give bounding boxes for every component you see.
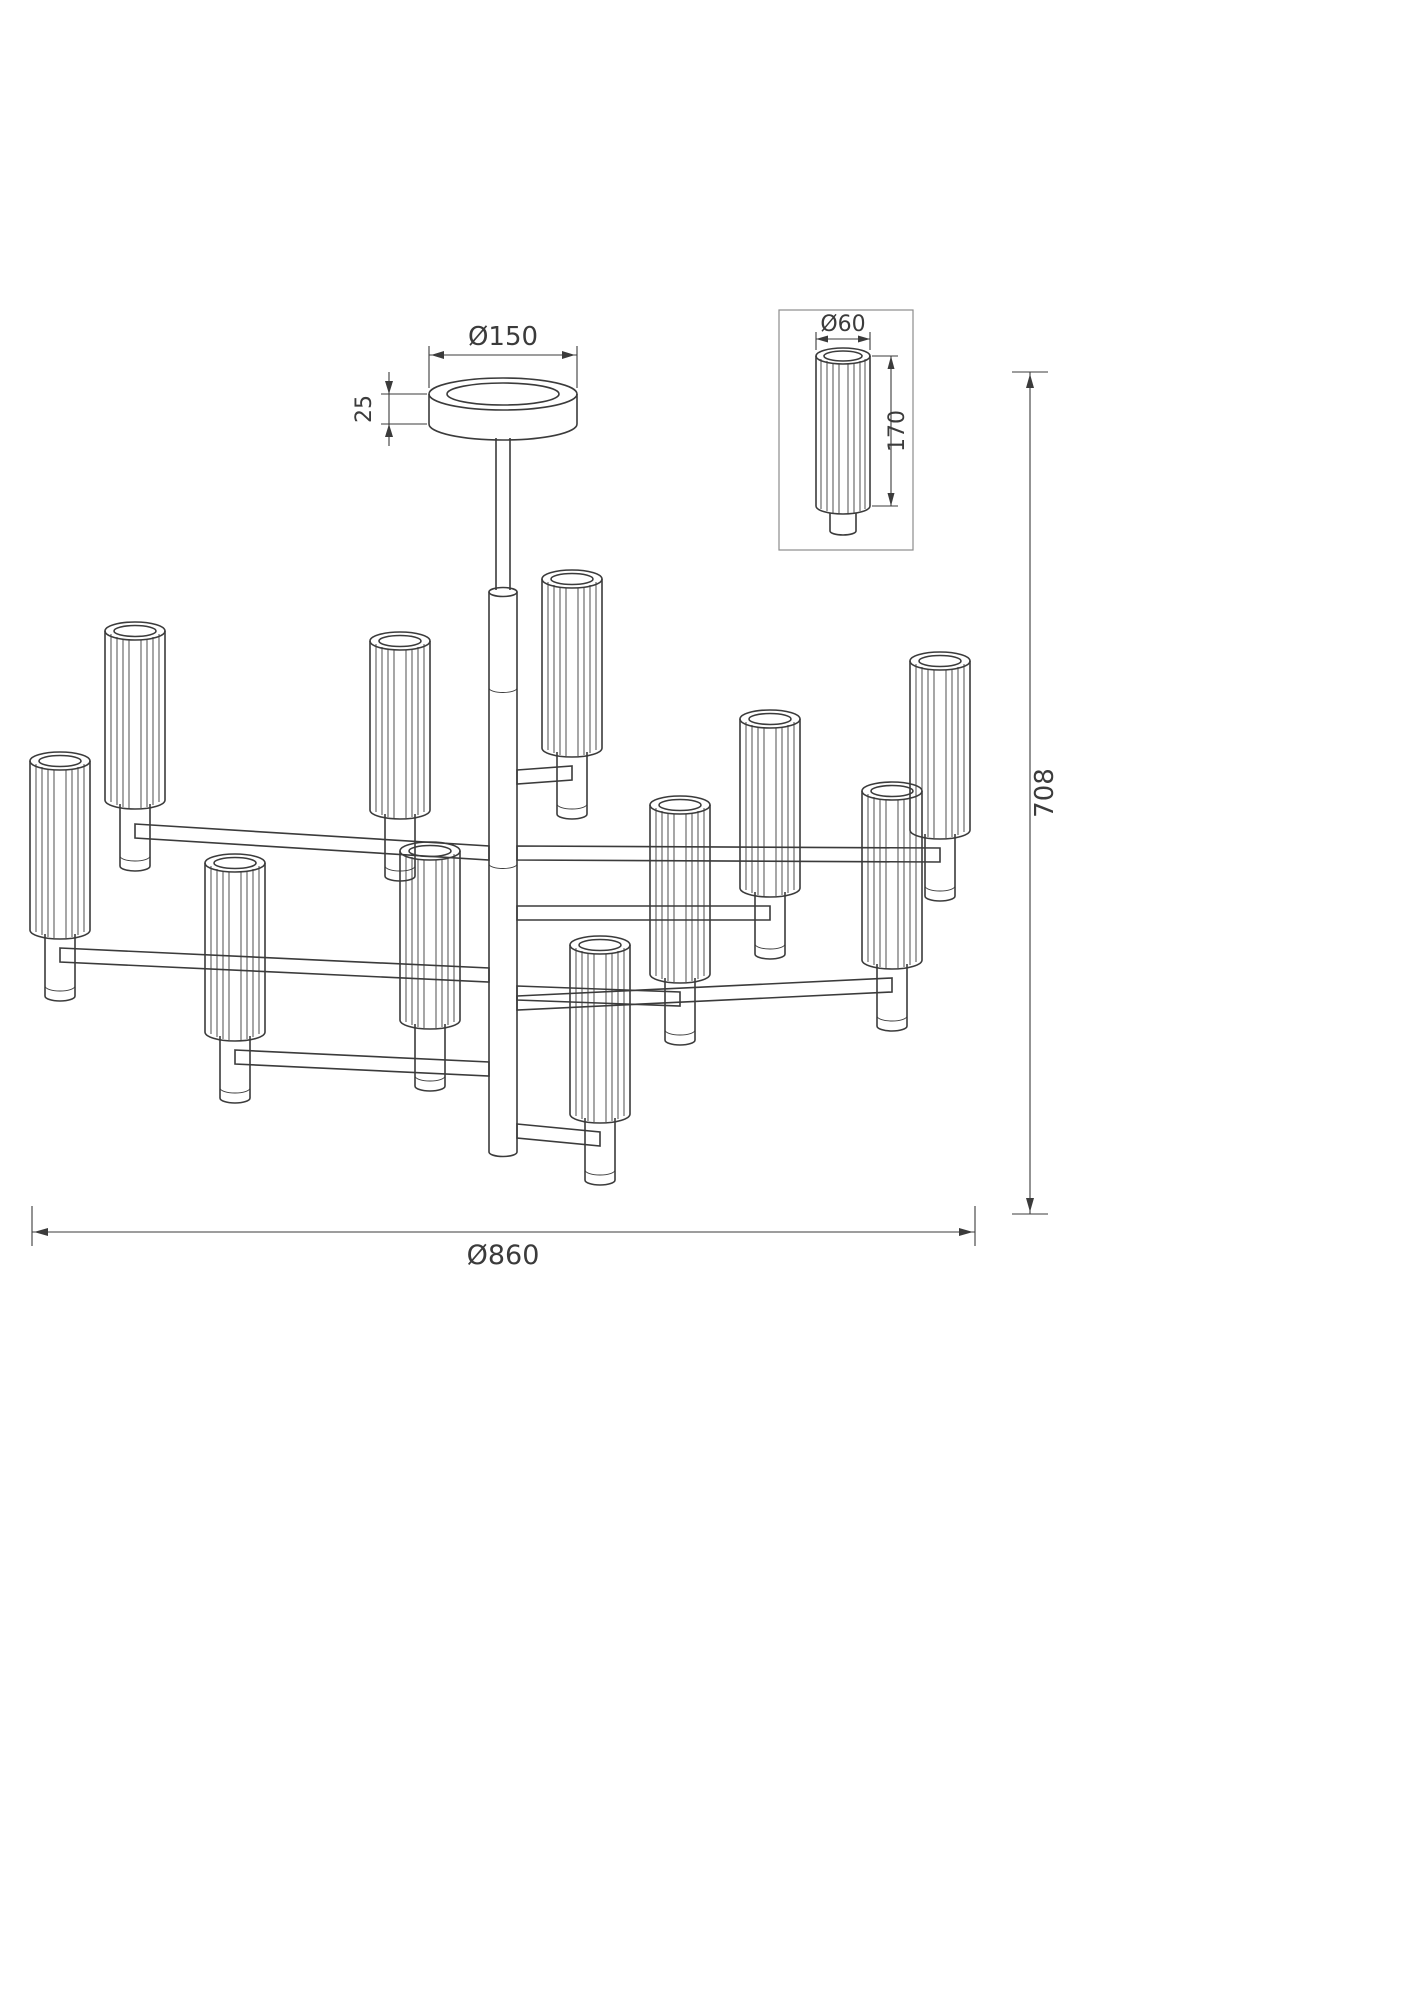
lamp-shade bbox=[739, 709, 801, 960]
overall-diameter-label: Ø860 bbox=[467, 1240, 540, 1271]
overall-height-label: 708 bbox=[1030, 768, 1060, 818]
ceiling-canopy bbox=[428, 377, 578, 441]
dim-canopy-height: 25 bbox=[352, 372, 427, 446]
dim-overall-height: 708 bbox=[1012, 371, 1060, 1215]
arm-bar bbox=[234, 1049, 490, 1077]
dim-shade-diameter: Ø60 bbox=[815, 312, 871, 350]
arm-bar bbox=[516, 977, 893, 1011]
lamp-shade bbox=[369, 631, 431, 882]
central-column bbox=[488, 586, 518, 1158]
arm-bar bbox=[516, 1123, 601, 1147]
arm-bar bbox=[134, 823, 490, 861]
arm-bar bbox=[516, 905, 771, 921]
arm-frame bbox=[59, 765, 941, 1147]
shade-height-label: 170 bbox=[885, 410, 910, 452]
arm-bar bbox=[516, 765, 573, 785]
detail-view-box bbox=[778, 309, 914, 551]
dim-canopy-diameter: Ø150 bbox=[428, 322, 578, 388]
canopy-diameter-label: Ø150 bbox=[468, 322, 538, 352]
shade-diameter-label: Ø60 bbox=[820, 312, 865, 337]
canopy-height-label: 25 bbox=[352, 395, 377, 423]
detail-shade bbox=[815, 347, 871, 536]
lamp-shade bbox=[569, 935, 631, 1186]
dim-shade-height: 170 bbox=[872, 355, 910, 507]
suspension-rod bbox=[495, 438, 511, 590]
detail-view: Ø60 170 bbox=[778, 309, 914, 551]
arm-bar bbox=[516, 845, 941, 863]
lamp-shade bbox=[909, 651, 971, 902]
lamp-shades bbox=[29, 569, 971, 1186]
arm-bar bbox=[59, 947, 490, 983]
dim-overall-diameter: Ø860 bbox=[31, 1206, 976, 1271]
